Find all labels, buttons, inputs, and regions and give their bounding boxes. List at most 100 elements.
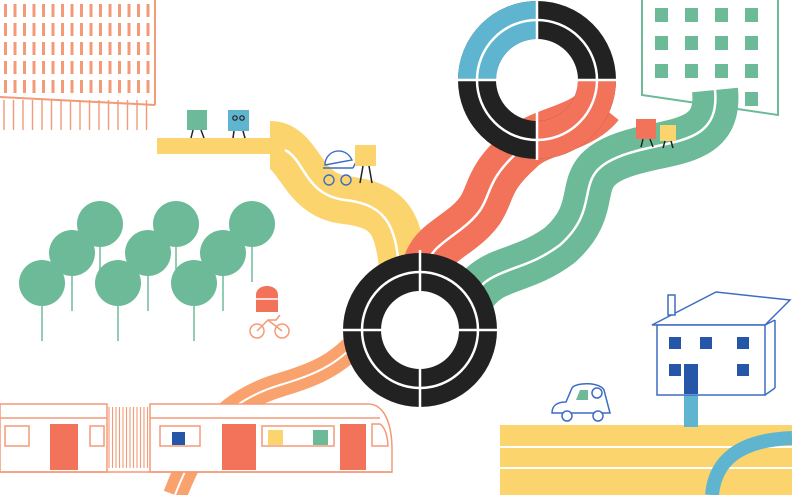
car-wheel-front [561, 410, 573, 422]
building-left-window [61, 42, 64, 55]
building-left-window [118, 61, 121, 74]
house-door [684, 364, 698, 394]
building-left-window [137, 42, 140, 55]
roundabout-lower [340, 250, 500, 410]
building-left-window [70, 23, 74, 36]
plaza [500, 392, 792, 495]
building-left-window [80, 61, 83, 74]
roundabout-upper [457, 0, 617, 160]
building-right-window [745, 36, 758, 50]
building-left-window [99, 80, 102, 93]
stroller-parent-leg2 [368, 165, 373, 184]
building-left-window [89, 42, 93, 55]
building-left-window [13, 4, 17, 17]
building-left-window [51, 80, 55, 93]
tram-window-1 [4, 425, 30, 447]
house-window-4 [669, 364, 681, 376]
walker-blue [228, 110, 249, 139]
building-left-window [61, 23, 64, 36]
building-left-window [137, 80, 140, 93]
building-right-window [715, 8, 728, 22]
building-right-window [745, 8, 758, 22]
building-left-window [99, 23, 102, 36]
stroller-parent-leg [359, 165, 364, 184]
building-left-window [127, 80, 131, 93]
building-left-window [127, 4, 131, 17]
tram-window-3 [159, 425, 201, 447]
tram-window-2 [89, 425, 105, 447]
tree-crown [49, 230, 95, 276]
house [651, 291, 792, 396]
building-left-base-lines [3, 100, 148, 130]
house-chimney [667, 294, 676, 316]
building-left-window [23, 80, 26, 93]
building-left-windows [4, 4, 150, 93]
walker-blue-leg [232, 130, 235, 139]
house-front-wall [656, 324, 766, 396]
building-left-window [42, 4, 45, 17]
building-right-window [685, 8, 698, 22]
walker-red-leg2 [649, 138, 654, 148]
building-left-window [89, 80, 93, 93]
building-left-window [13, 42, 17, 55]
yellow-road-lane [284, 148, 402, 281]
tree-crown [200, 230, 246, 276]
walker-yellow-leg2 [670, 140, 674, 149]
building-left-window [99, 61, 102, 74]
building-left-window [70, 80, 74, 93]
building-left-window [23, 23, 26, 36]
blue-road [705, 431, 792, 495]
building-right-window [655, 36, 668, 50]
tree-crown [19, 260, 65, 306]
building-left-window [32, 61, 36, 74]
building-right-window [745, 92, 758, 106]
office-building-left [0, 0, 156, 130]
walker-red [636, 119, 656, 148]
house-side-wall-bottom [764, 387, 776, 396]
building-left-window [99, 4, 102, 17]
building-left-window [23, 4, 26, 17]
building-left-window [89, 23, 93, 36]
walker-yellow-body [660, 125, 676, 141]
building-left-window [137, 23, 140, 36]
building-left-window [146, 4, 150, 17]
building-left-window [127, 23, 131, 36]
stroller-wheel-2 [340, 174, 352, 186]
tree-crown [171, 260, 217, 306]
building-left-window [80, 42, 83, 55]
building-left-window [4, 4, 7, 17]
tram-door-3 [340, 424, 366, 470]
cyclist [249, 286, 290, 339]
stroller-parent-body [355, 145, 376, 166]
building-left-window [146, 80, 150, 93]
building-left-window [13, 23, 17, 36]
building-left-window [51, 23, 55, 36]
building-left-window [42, 23, 45, 36]
building-left-window [118, 42, 121, 55]
building-left-window [42, 42, 45, 55]
walker-green [187, 110, 207, 139]
tram-passenger-yellow [268, 430, 283, 445]
tree-crown [153, 201, 199, 247]
building-left-window [51, 42, 55, 55]
building-right-window [655, 64, 668, 78]
plaza-surface [500, 425, 792, 495]
building-left-window [13, 80, 17, 93]
building-left-window [23, 42, 26, 55]
building-left-window [32, 23, 36, 36]
building-left-window [80, 80, 83, 93]
building-left-window [32, 42, 36, 55]
building-left-window [61, 61, 64, 74]
building-right-window [685, 64, 698, 78]
building-left-window [51, 4, 55, 17]
building-left-window [13, 61, 17, 74]
house-window-2 [700, 337, 712, 349]
building-left-window [4, 80, 7, 93]
tree-crown [95, 260, 141, 306]
house-side-wall [764, 319, 776, 326]
building-left-window [108, 4, 112, 17]
bicycle-frame [256, 314, 283, 332]
walker-blue-leg2 [242, 130, 246, 139]
green-road [450, 87, 739, 313]
